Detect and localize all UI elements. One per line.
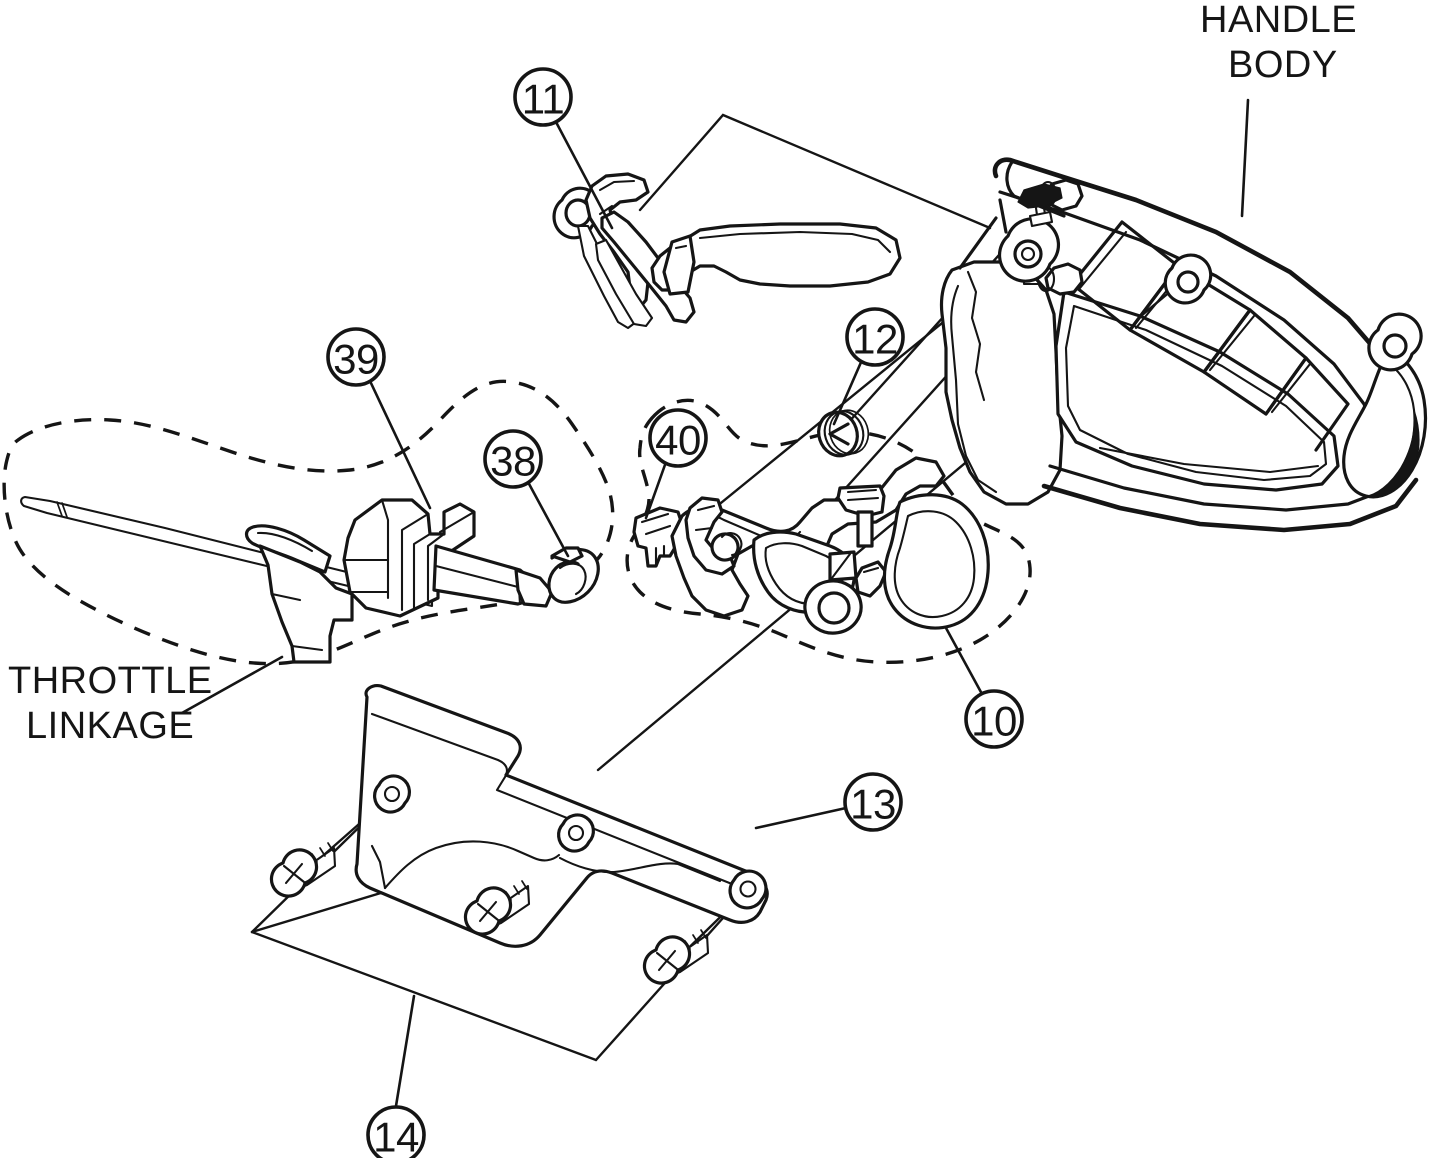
callout-circle-13[interactable] xyxy=(843,772,903,832)
callout-bubble-38[interactable]: 38 xyxy=(483,429,543,489)
part-trigger-bracket xyxy=(670,456,990,635)
callout-label-40: 40 xyxy=(655,417,701,464)
leader-39 xyxy=(368,379,432,510)
callout-circle-38[interactable] xyxy=(483,429,543,489)
callout-bubble-40[interactable]: 40 xyxy=(648,408,708,468)
plate-boss-right xyxy=(728,869,768,910)
callout-label-10: 10 xyxy=(971,698,1017,745)
leader-10 xyxy=(944,626,984,696)
callout-circle-12[interactable] xyxy=(845,307,905,367)
callout-circle-10[interactable] xyxy=(964,689,1024,749)
leader-handle-body xyxy=(1240,98,1250,218)
leader-38 xyxy=(526,480,570,558)
bracket-roller xyxy=(710,532,743,562)
callout-circle-39[interactable] xyxy=(326,327,386,387)
part-screws xyxy=(269,842,710,985)
plate-boss-upper-left xyxy=(373,774,411,814)
caption-throttle-linkage-line2: LINKAGE xyxy=(26,705,194,747)
callout-bubble-13[interactable]: 13 xyxy=(843,772,903,832)
callout-circle-14[interactable] xyxy=(366,1105,426,1158)
callout-circle-11[interactable] xyxy=(513,67,573,127)
caption-handle-body-line2: BODY xyxy=(1228,44,1338,86)
callout-bubble-11[interactable]: 11 xyxy=(513,67,573,127)
callout-bubble-39[interactable]: 39 xyxy=(326,327,386,387)
part-retainer-clip xyxy=(632,506,684,568)
handle-mid-boss xyxy=(1163,253,1213,305)
callout-label-12: 12 xyxy=(852,316,898,363)
leader-12 xyxy=(832,358,864,426)
leader-14 xyxy=(394,994,416,1108)
screw-2 xyxy=(463,880,531,936)
callout-bubble-12[interactable]: 12 xyxy=(845,307,905,367)
screw-1 xyxy=(269,842,337,898)
callout-bubbles: 11 12 39 38 40 10 13 14 xyxy=(326,67,1024,1158)
caption-handle-body: HANDLE BODY xyxy=(1200,0,1357,86)
handle-right-boss xyxy=(1367,312,1423,372)
callout-label-14: 14 xyxy=(373,1114,419,1158)
caption-throttle-linkage: THROTTLE LINKAGE xyxy=(8,660,213,747)
callout-bubble-14[interactable]: 14 xyxy=(366,1105,426,1158)
leader-11 xyxy=(554,120,614,230)
callout-label-13: 13 xyxy=(850,781,896,828)
bracket-pivot-eye xyxy=(803,579,863,635)
leader-13 xyxy=(754,806,848,830)
part-cover-plate xyxy=(354,684,769,948)
callout-label-11: 11 xyxy=(522,76,565,123)
callout-circle-40[interactable] xyxy=(648,408,708,468)
callout-leader-lines xyxy=(180,98,1250,1108)
part-linkage-block xyxy=(20,495,554,664)
part-linkage-clip xyxy=(547,546,600,604)
leader-throttle-linkage xyxy=(180,655,284,715)
screw-3 xyxy=(642,929,710,985)
part-handle-body xyxy=(939,157,1428,533)
caption-throttle-linkage-line1: THROTTLE xyxy=(8,660,213,702)
leader-40 xyxy=(644,460,668,520)
handle-body-truss xyxy=(1070,220,1350,452)
throttle-linkage-phantom-outline xyxy=(2,379,615,666)
callout-label-38: 38 xyxy=(490,438,536,485)
callout-bubble-10[interactable]: 10 xyxy=(964,689,1024,749)
part-spring-washer xyxy=(817,409,870,458)
caption-handle-body-line1: HANDLE xyxy=(1200,0,1357,41)
callout-label-39: 39 xyxy=(333,336,379,383)
plate-boss-middle xyxy=(557,813,595,853)
